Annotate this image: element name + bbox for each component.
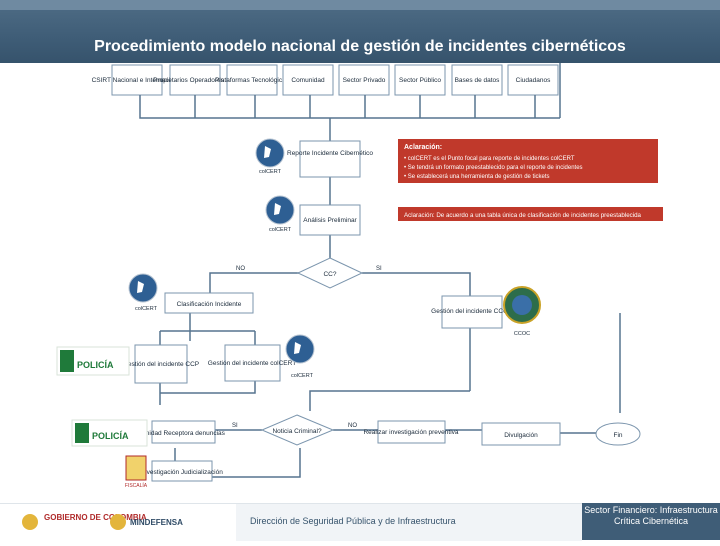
unidad-node: Unidad Receptora denuncias [141, 420, 226, 444]
footer-sector: Sector Financiero: Infraestructura Críti… [584, 505, 718, 526]
footer: GOBIERNO DE COLOMBIA MINDEFENSA Direcció… [0, 503, 720, 541]
investigacion-preventiva-label: Realizar investigación preventiva [363, 429, 458, 436]
gestion-colcert-label: Gestión del incidente colCERT [208, 360, 296, 367]
source-box: Bases de datos [451, 64, 503, 96]
title-bar: Procedimiento modelo nacional de gestión… [0, 0, 720, 63]
footer-direccion-bar: Dirección de Seguridad Pública y de Infr… [236, 503, 582, 541]
source-box-label: Ciudadanos [516, 77, 551, 84]
gestion-colcert-node: Gestión del incidente colCERT [208, 344, 296, 382]
ccoc-seal-label: CCOC [514, 331, 530, 337]
investigacion-judicial-label: Investigación Judicialización [141, 469, 223, 476]
gestion-ccoc-node: Gestión del incidente CCOC [431, 295, 513, 329]
fin-node: Fin [595, 422, 641, 446]
noticia-label: Noticia Criminal? [272, 428, 322, 435]
decision-label: CC? [323, 271, 336, 278]
footer-direccion: Dirección de Seguridad Pública y de Infr… [250, 516, 456, 526]
flow-diagram: CSIRT Nacional e InternacionalPropietari… [56, 63, 663, 489]
source-box: Plataformas Tecnológicas [215, 64, 290, 96]
source-box: Sector Privado [338, 64, 390, 96]
source-box: Ciudadanos [507, 64, 559, 96]
source-box-label: Bases de datos [455, 77, 501, 84]
title-bar-top-stripe [0, 0, 720, 10]
source-box: CSIRT Nacional e Internacional [92, 64, 183, 96]
source-box-label: Comunidad [291, 77, 325, 84]
gobierno-logo-text: GOBIERNO DE COLOMBIA [44, 513, 147, 522]
colcert-seal-label-2: colCERT [269, 227, 292, 233]
divulgacion-node: Divulgación [481, 422, 561, 446]
mindefensa-shield-icon [110, 514, 126, 530]
no-label-1: NO [236, 266, 245, 272]
source-box: Sector Público [394, 64, 446, 96]
policia-logo-text-2: POLICÍA [92, 431, 129, 441]
clasificacion-node: Clasificación Incidente [164, 292, 254, 314]
divulgacion-label: Divulgación [504, 432, 538, 439]
noticia-node: Noticia Criminal? [260, 414, 335, 446]
gobierno-shield-icon [22, 514, 38, 530]
source-box-label: Propietarios Operadores ICC [153, 77, 237, 84]
aclaracion-text: Aclaración: De acuerdo a una tabla única… [404, 212, 642, 219]
source-box: Propietarios Operadores ICC [153, 64, 237, 96]
investigacion-judicial-node: Investigación Judicialización [141, 460, 223, 482]
source-box-label: Sector Privado [343, 77, 386, 84]
connectors [139, 63, 621, 478]
footer-logos: GOBIERNO DE COLOMBIA MINDEFENSA [0, 503, 236, 541]
colcert-seal-1: colCERT [255, 138, 285, 175]
fiscalia-logo-text: FISCALÍA [125, 482, 148, 489]
colcert-seal-3: colCERT [128, 273, 158, 312]
colcert-seal-label-4: colCERT [291, 373, 314, 379]
policia-logo-1: POLICÍA [56, 346, 130, 376]
aclaracion-bullet-3: • Se establecerá una herramienta de gest… [404, 174, 550, 180]
aclaracion-box-1: Aclaración: • colCERT es el Punto focal … [398, 139, 658, 183]
unidad-label: Unidad Receptora denuncias [141, 430, 226, 437]
source-box-label: Sector Público [399, 77, 441, 84]
aclaracion-bullet-2: • Se tendrá un formato preestablecido pa… [404, 165, 583, 171]
no-label-2: NO [348, 423, 357, 429]
si-label-1: SI [376, 266, 382, 272]
clasificacion-label: Clasificación Incidente [177, 301, 242, 308]
slide-title: Procedimiento modelo nacional de gestión… [94, 38, 626, 55]
colcert-seal-4: colCERT [285, 334, 315, 379]
gestion-ccp-label: Gestión del incidente CCP [123, 361, 199, 368]
colcert-seal-label-1: colCERT [259, 169, 282, 175]
analisis-label: Análisis Preliminar [303, 217, 357, 224]
source-box-label: Plataformas Tecnológicas [215, 77, 290, 84]
ccoc-seal: CCOC [503, 286, 541, 337]
reporte-label: Reporte Incidente Cibernético [287, 150, 373, 157]
fiscalia-logo: FISCALÍA [125, 455, 148, 489]
footer-logos-svg: GOBIERNO DE COLOMBIA MINDEFENSA [22, 513, 183, 530]
colcert-seal-2: colCERT [265, 195, 295, 233]
source-boxes: CSIRT Nacional e InternacionalPropietari… [92, 64, 559, 96]
analisis-node: Análisis Preliminar [299, 204, 361, 236]
aclaracion-heading: Aclaración: [404, 144, 442, 151]
gestion-ccoc-label: Gestión del incidente CCOC [431, 308, 513, 315]
footer-sector-bar: Sector Financiero: Infraestructura Críti… [582, 503, 720, 540]
reporte-node: Reporte Incidente Cibernético [287, 140, 373, 178]
policia-logo-text-1: POLICÍA [77, 360, 114, 370]
investigacion-preventiva-node: Realizar investigación preventiva [363, 420, 459, 444]
fin-label: Fin [613, 432, 622, 439]
aclaracion-box-2: Aclaración: De acuerdo a una tabla única… [398, 207, 663, 221]
mindefensa-logo-text: MINDEFENSA [130, 518, 183, 527]
colcert-seal-label-3: colCERT [135, 306, 158, 312]
aclaracion-bullet-1: • colCERT es el Punto focal para reporte… [404, 156, 575, 162]
gestion-ccp-node: Gestión del incidente CCP [123, 344, 199, 384]
decision-node: CC? [296, 257, 364, 289]
source-box: Comunidad [282, 64, 334, 96]
policia-logo-2: POLICÍA [71, 419, 148, 447]
si-label-2: SI [232, 423, 238, 429]
source-box-label: CSIRT Nacional e Internacional [92, 77, 183, 84]
